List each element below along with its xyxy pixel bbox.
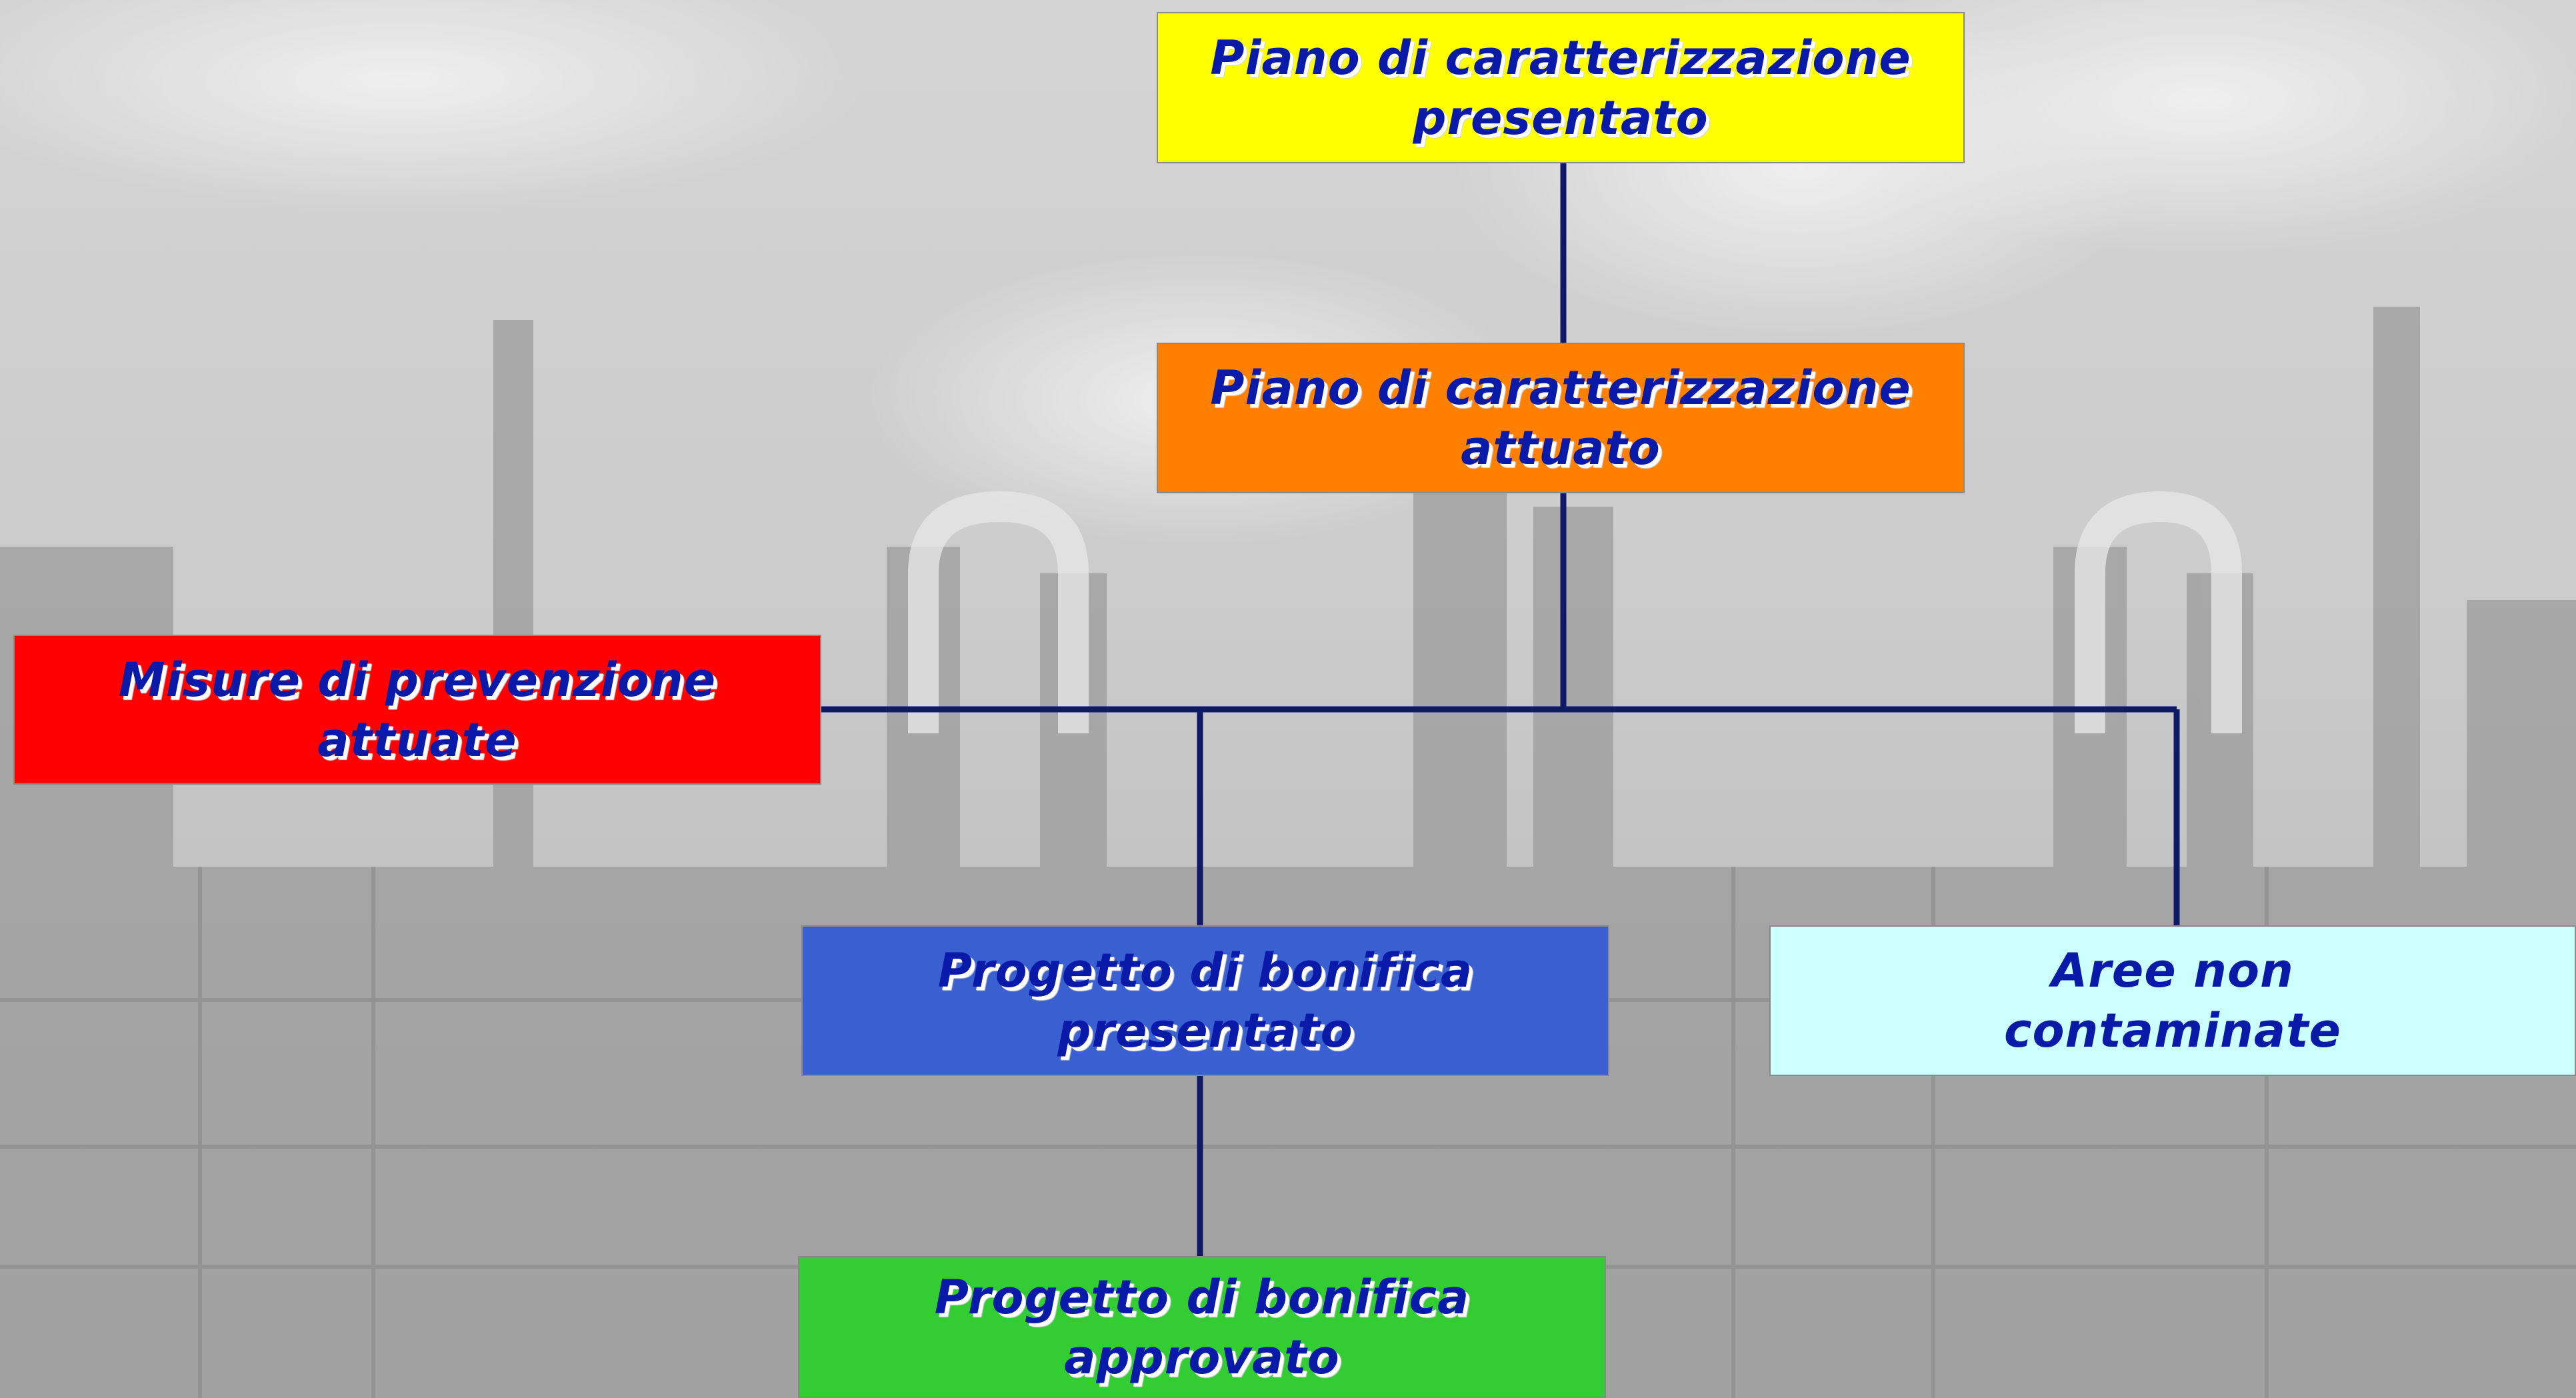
node-progetto-bonifica-presentato: Progetto di bonifica presentato: [801, 925, 1609, 1076]
node-label-line2: attuate: [317, 712, 517, 767]
node-aree-non-contaminate: Aree non contaminate: [1769, 925, 2576, 1076]
node-progetto-bonifica-approvato: Progetto di bonifica approvato: [798, 1256, 1606, 1398]
node-label-line2: presentato: [1057, 1003, 1353, 1058]
node-label-line1: Aree non: [2051, 943, 2294, 998]
node-label-line1: Progetto di bonifica: [934, 1269, 1470, 1325]
node-piano-caratterizzazione-presentato: Piano di caratterizzazione presentato: [1157, 12, 1965, 163]
node-label-line2: presentato: [1413, 90, 1709, 145]
node-label-line2: contaminate: [2003, 1003, 2342, 1058]
node-label-line2: approvato: [1064, 1329, 1340, 1385]
node-label-line1: Progetto di bonifica: [937, 943, 1473, 998]
node-label-line1: Piano di caratterizzazione: [1210, 30, 1911, 85]
node-label-line1: Piano di caratterizzazione: [1210, 361, 1911, 415]
node-label-line2: attuato: [1461, 421, 1661, 475]
node-piano-caratterizzazione-attuato: Piano di caratterizzazione attuato: [1157, 343, 1965, 493]
node-misure-prevenzione-attuate: Misure di prevenzione attuate: [13, 635, 821, 785]
node-label-line1: Misure di prevenzione: [118, 652, 717, 707]
